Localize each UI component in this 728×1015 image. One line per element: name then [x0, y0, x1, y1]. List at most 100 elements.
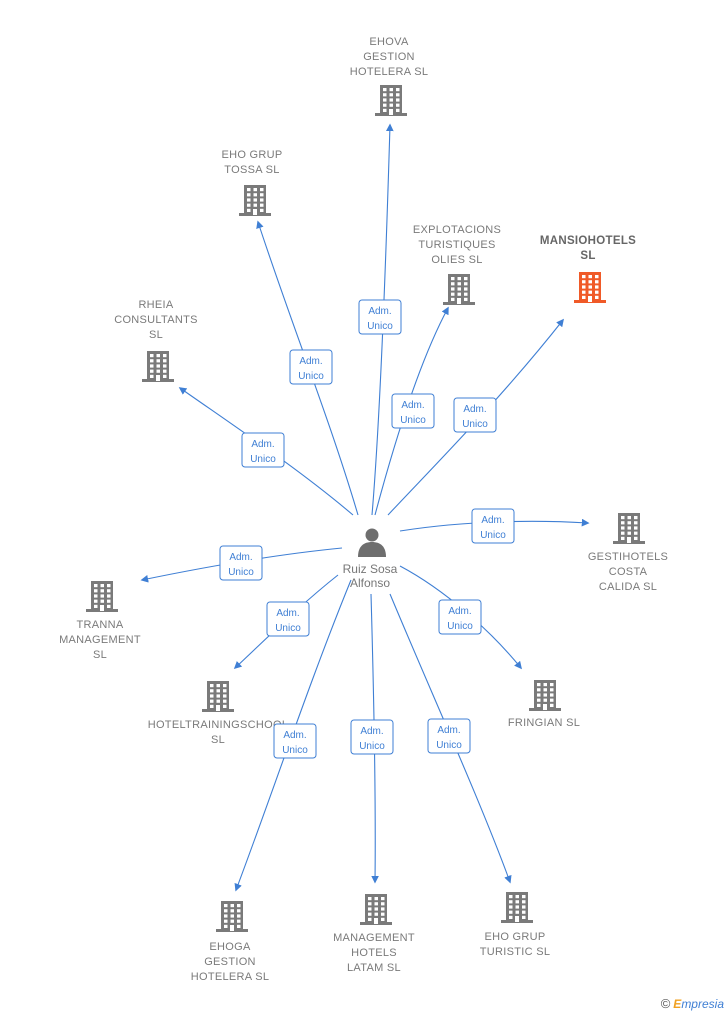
person-name[interactable]: Ruiz Sosa [343, 562, 398, 576]
building-window [383, 103, 387, 107]
building-window [368, 897, 372, 901]
relation-label[interactable]: Adm.Unico [391, 393, 435, 429]
company-label-mansiohotels[interactable]: SL [580, 250, 595, 262]
building-window [156, 364, 160, 368]
company-label-gestihotels[interactable]: GESTIHOTELS [588, 551, 668, 563]
company-label-eho-grup-turistic[interactable]: TURISTIC SL [480, 946, 551, 958]
building-window [627, 516, 631, 520]
building-window [260, 188, 264, 192]
building-window [374, 912, 378, 916]
building-window [247, 198, 251, 202]
company-label-gestihotels[interactable]: CALIDA SL [599, 581, 657, 593]
building-window [237, 914, 241, 918]
company-label-explotacions[interactable]: TURISTIQUES [418, 239, 495, 251]
company-label-tranna[interactable]: TRANNA [76, 619, 123, 631]
company-label-tranna[interactable]: MANAGEMENT [59, 634, 141, 646]
building-icon[interactable] [501, 892, 533, 923]
building-window [383, 93, 387, 97]
building-window [94, 604, 98, 608]
building-door [253, 209, 257, 215]
building-icon[interactable] [443, 274, 475, 305]
building-window [464, 277, 468, 281]
building-icon[interactable] [142, 351, 174, 382]
relation-box [289, 349, 333, 385]
relation-label[interactable]: Adm.Unico [471, 508, 515, 544]
building-window [210, 694, 214, 698]
building-window [230, 919, 234, 923]
building-window [621, 516, 625, 520]
building-window [451, 277, 455, 281]
relation-box [427, 718, 471, 754]
building-window [627, 521, 631, 525]
building-window [223, 689, 227, 693]
relation-text: Adm. [481, 515, 504, 526]
company-label-hoteltraining[interactable]: SL [211, 734, 225, 746]
brand-initial: E [673, 997, 682, 1011]
building-icon[interactable] [202, 681, 234, 712]
company-label-rheia[interactable]: SL [149, 329, 163, 341]
building-window [260, 203, 264, 207]
building-icon[interactable] [375, 85, 407, 116]
building-window [94, 594, 98, 598]
company-label-management-latam[interactable]: LATAM SL [347, 962, 401, 974]
relation-label[interactable]: Adm.Unico [266, 601, 310, 637]
relation-text: Unico [298, 371, 324, 382]
relation-label[interactable]: Adm.Unico [358, 299, 402, 335]
building-window [163, 374, 167, 378]
company-label-eho-grup-tossa[interactable]: EHO GRUP [221, 149, 282, 161]
company-label-gestihotels[interactable]: COSTA [609, 566, 648, 578]
building-icon[interactable] [239, 185, 271, 216]
company-label-ehova[interactable]: EHOVA [369, 36, 409, 48]
relation-label[interactable]: Adm.Unico [241, 432, 285, 468]
relation-label[interactable]: Adm.Unico [289, 349, 333, 385]
building-icon[interactable] [86, 581, 118, 612]
company-label-management-latam[interactable]: HOTELS [351, 947, 397, 959]
company-label-tranna[interactable]: SL [93, 649, 107, 661]
building-icon[interactable] [216, 901, 248, 932]
building-window [634, 536, 638, 540]
relation-text: Unico [400, 415, 426, 426]
building-icon[interactable] [574, 272, 606, 303]
building-window [253, 188, 257, 192]
building-window [216, 699, 220, 703]
company-label-ehoga[interactable]: HOTELERA SL [191, 971, 270, 983]
relation-label[interactable]: Adm.Unico [350, 719, 394, 755]
relation-text: Adm. [463, 404, 486, 415]
building-window [374, 902, 378, 906]
company-label-explotacions[interactable]: EXPLOTACIONS [413, 224, 501, 236]
building-window [509, 905, 513, 909]
building-window [595, 295, 599, 299]
company-label-hoteltraining[interactable]: HOTELTRAININGSCHOOL [148, 719, 289, 731]
company-label-fringian[interactable]: FRINGIAN SL [508, 717, 580, 729]
company-label-rheia[interactable]: RHEIA [138, 299, 173, 311]
building-window [150, 354, 154, 358]
building-icon[interactable] [360, 894, 392, 925]
relation-label[interactable]: Adm.Unico [427, 718, 471, 754]
company-label-ehova[interactable]: GESTION [363, 51, 415, 63]
building-window [509, 910, 513, 914]
company-label-mansiohotels[interactable]: MANSIOHOTELS [540, 235, 636, 247]
company-label-explotacions[interactable]: OLIES SL [431, 254, 482, 266]
relation-text: Unico [228, 567, 254, 578]
relation-label[interactable]: Adm.Unico [219, 545, 263, 581]
relation-label[interactable]: Adm.Unico [453, 397, 497, 433]
building-icon[interactable] [529, 680, 561, 711]
company-label-management-latam[interactable]: MANAGEMENT [333, 932, 415, 944]
company-label-rheia[interactable]: CONSULTANTS [114, 314, 198, 326]
building-window [107, 589, 111, 593]
company-label-eho-grup-tossa[interactable]: TOSSA SL [224, 164, 279, 176]
company-label-ehoga[interactable]: EHOGA [209, 941, 251, 953]
relation-label[interactable]: Adm.Unico [273, 723, 317, 759]
building-window [634, 531, 638, 535]
building-window [550, 698, 554, 702]
brand-name: mpresia [681, 997, 724, 1011]
company-label-eho-grup-turistic[interactable]: EHO GRUP [484, 931, 545, 943]
building-window [509, 900, 513, 904]
person-name[interactable]: Alfonso [350, 576, 390, 590]
company-label-ehoga[interactable]: GESTION [204, 956, 256, 968]
relation-label[interactable]: Adm.Unico [438, 599, 482, 635]
company-label-ehova[interactable]: HOTELERA SL [350, 66, 429, 78]
building-icon[interactable] [613, 513, 645, 544]
building-window [457, 287, 461, 291]
